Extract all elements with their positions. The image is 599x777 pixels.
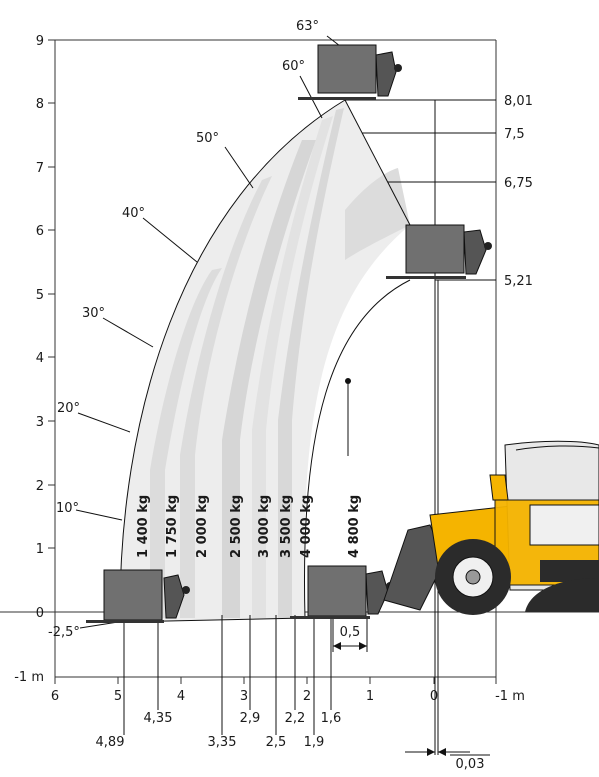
x-tick-label: -1 m — [495, 689, 525, 704]
height-label: 8,01 — [504, 94, 533, 109]
y-tick-label: 9 — [36, 34, 44, 49]
y-tick-label: 8 — [36, 97, 44, 112]
distance-label: 4,89 — [96, 735, 125, 750]
y-tick-label: 3 — [36, 415, 44, 430]
load-label: 2 000 kg — [195, 495, 210, 558]
distance-label: 2,2 — [285, 711, 306, 726]
front-offset-dimension: 0,03 — [405, 748, 490, 772]
load-label: 3 500 kg — [279, 495, 294, 558]
load-label: 1 400 kg — [136, 495, 151, 558]
distance-label: 1,6 — [321, 711, 342, 726]
top-envelope-line — [344, 99, 411, 226]
y-tick-marks — [48, 39, 55, 613]
bottom-distance-labels: 4,89 4,35 3,35 2,9 2,5 2,2 1,9 1,6 — [96, 711, 342, 750]
x-tick-label: 6 — [51, 689, 59, 704]
angle-label: 60° — [282, 59, 305, 74]
distance-label: 4,35 — [144, 711, 173, 726]
x-tick-label: 4 — [177, 689, 185, 704]
height-label: 5,21 — [504, 274, 533, 289]
y-tick-label: 7 — [36, 161, 44, 176]
y-tick-label: 4 — [36, 351, 44, 366]
angle-label: 30° — [82, 306, 105, 321]
angle-label: -2,5° — [48, 625, 80, 640]
angle-markers: 63° 60° 50° 40° 30° 20° 10° -2,5° — [48, 19, 341, 640]
load-labels: 1 400 kg 1 750 kg 2 000 kg 2 500 kg 3 00… — [136, 495, 362, 558]
right-height-markers: 8,01 7,5 6,75 5,21 — [345, 94, 533, 289]
load-label: 4 800 kg — [347, 495, 362, 558]
y-tick-label: 5 — [36, 288, 44, 303]
y-tick-labels: 9 8 7 6 5 4 3 2 1 0 -1 m — [14, 34, 44, 685]
x-tick-label: 1 — [366, 689, 374, 704]
outer-envelope-curve — [119, 99, 346, 623]
load-box-bottom — [290, 565, 394, 619]
telehandler-machine — [383, 440, 599, 615]
load-box-left — [86, 569, 190, 623]
height-label: 7,5 — [504, 127, 525, 142]
distance-label: 3,35 — [208, 735, 237, 750]
x-tick-label: 0 — [430, 689, 438, 704]
attachment-depth-label: 0,5 — [340, 625, 361, 640]
x-tick-label: 3 — [240, 689, 248, 704]
angle-label: 40° — [122, 206, 145, 221]
attachment-depth-dimension: 0,5 — [332, 618, 368, 652]
y-tick-label: 1 — [36, 542, 44, 557]
x-tick-label: 2 — [303, 689, 311, 704]
inner-envelope-curve — [304, 279, 411, 619]
angle-label: 20° — [57, 401, 80, 416]
y-tick-label: -1 m — [14, 670, 44, 685]
vertical-reference-lines — [123, 100, 439, 755]
y-tick-label: 2 — [36, 479, 44, 494]
max-load-marker — [345, 378, 351, 456]
distance-label: 1,9 — [304, 735, 325, 750]
load-label: 3 000 kg — [257, 495, 272, 558]
distance-label: 2,5 — [266, 735, 287, 750]
front-offset-label: 0,03 — [456, 757, 485, 772]
height-label: 6,75 — [504, 176, 533, 191]
load-label: 4 000 kg — [299, 495, 314, 558]
y-tick-label: 0 — [36, 606, 44, 621]
x-tick-labels: 6 5 4 3 2 1 0 -1 m — [51, 689, 525, 704]
angle-label: 50° — [196, 131, 219, 146]
load-label: 1 750 kg — [165, 495, 180, 558]
angle-label: 63° — [296, 19, 319, 34]
load-box-top — [298, 44, 402, 100]
angle-label: 10° — [56, 501, 79, 516]
x-tick-marks — [54, 677, 497, 684]
load-box-right — [386, 224, 492, 279]
y-tick-label: 6 — [36, 224, 44, 239]
x-tick-label: 5 — [114, 689, 122, 704]
distance-label: 2,9 — [240, 711, 261, 726]
load-label: 2 500 kg — [229, 495, 244, 558]
